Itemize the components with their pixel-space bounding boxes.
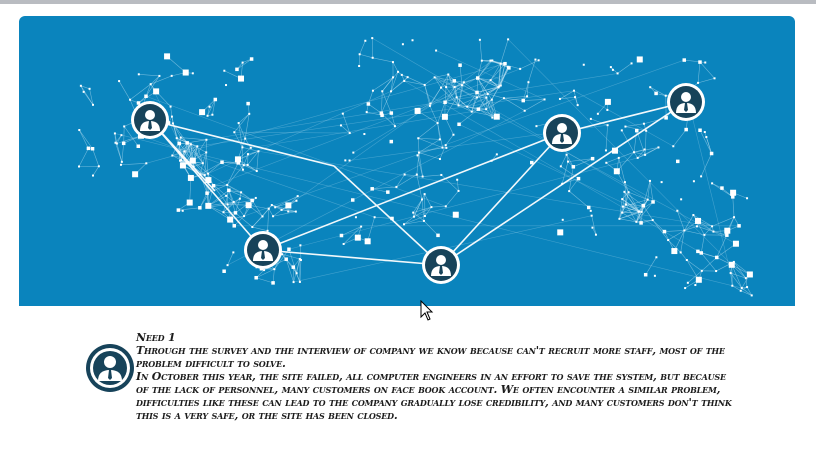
- person-icon: [86, 344, 134, 392]
- world-network-banner: [19, 16, 795, 306]
- person-icon: [131, 101, 169, 139]
- person-icon: [667, 83, 705, 121]
- need-paragraph-2: In October this year, the site failed, a…: [136, 370, 732, 422]
- person-icon: [422, 246, 460, 284]
- need-description: Need 1 Through the survey and the interv…: [136, 331, 734, 422]
- need-paragraph-1: Through the survey and the interview of …: [136, 344, 725, 370]
- person-icon: [244, 231, 282, 269]
- person-icon: [543, 114, 581, 152]
- need-section: Need 1 Through the survey and the interv…: [85, 331, 735, 456]
- top-border: [0, 0, 816, 4]
- need-title: Need 1: [136, 331, 176, 344]
- mouse-cursor-icon: [420, 300, 434, 321]
